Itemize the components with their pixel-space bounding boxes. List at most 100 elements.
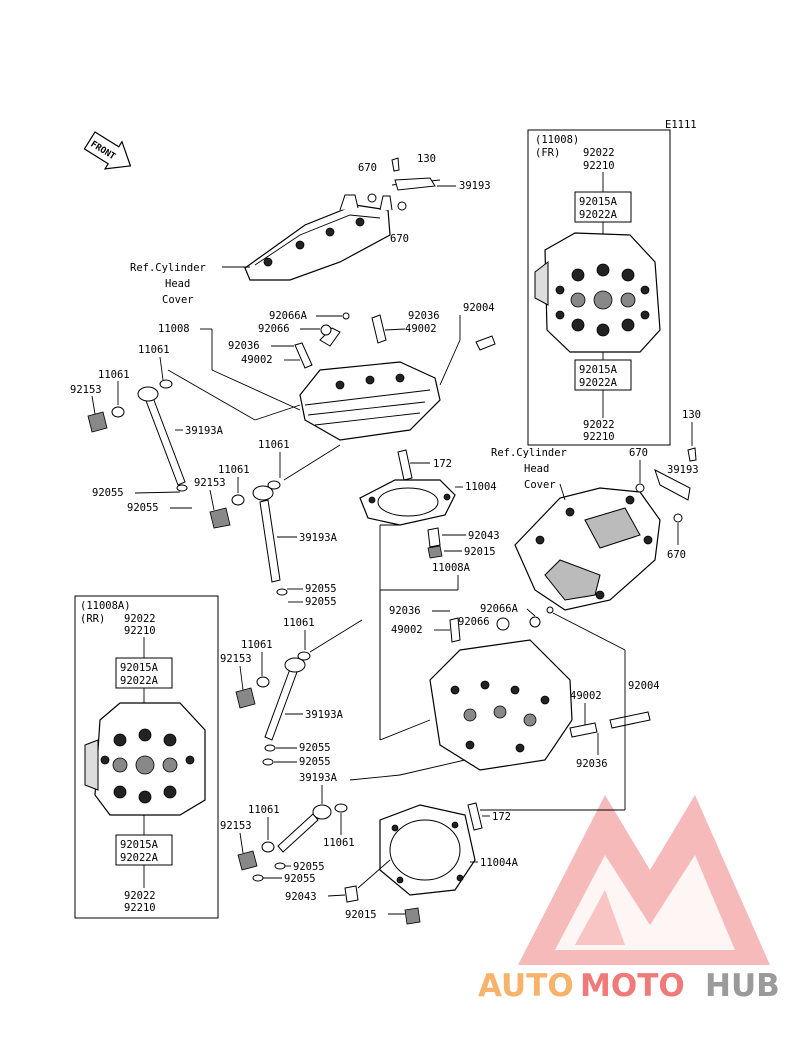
- front-cylinder-head-drawing: [294, 312, 496, 441]
- label-172-b: 172: [492, 811, 511, 823]
- label-92153-a: 92153: [70, 384, 102, 396]
- label-92004-a: 92004: [463, 302, 495, 314]
- inset-fr-upper-code-2: 92022A: [579, 209, 618, 221]
- inset-fr-header-2: (FR): [535, 147, 560, 159]
- inset-rr-header-code-2: 92210: [124, 625, 156, 637]
- label-92066-b: 92066: [458, 616, 490, 628]
- inset-front-head: (11008) (FR) 92022 92210 92015A 92022A 9…: [527, 129, 671, 446]
- inset-fr-top-code-1: 92022: [583, 147, 615, 159]
- label-92004-b: 92004: [628, 680, 660, 692]
- watermark-word-c: HUB: [705, 968, 780, 1004]
- label-92015-a: 92015: [464, 546, 496, 558]
- oil-pipe-d-drawing: [237, 803, 348, 882]
- label-92036-d: 92036: [576, 758, 608, 770]
- oil-pipe-a-drawing: [87, 379, 188, 492]
- front-gasket-drawing: [359, 449, 456, 559]
- label-11061-b: 11061: [98, 369, 130, 381]
- label-11061-c: 11061: [258, 439, 290, 451]
- label-11008: 11008: [158, 323, 190, 335]
- label-39193-a: 39193: [459, 180, 491, 192]
- label-92055-e: 92055: [299, 742, 331, 754]
- label-92153-c: 92153: [220, 653, 252, 665]
- label-39193-b: 39193: [667, 464, 699, 476]
- label-172-a: 172: [433, 458, 452, 470]
- label-92153-b: 92153: [194, 477, 226, 489]
- label-39193A-c: 39193A: [305, 709, 344, 721]
- inset-fr-bottom-code-2: 92210: [583, 431, 615, 443]
- front-arrow-icon: FRONT: [83, 131, 132, 170]
- label-11061-f: 11061: [241, 639, 273, 651]
- label-11061-d: 11061: [218, 464, 250, 476]
- inset-rr-header-1: (11008A): [80, 600, 131, 612]
- label-49002-d: 49002: [570, 690, 602, 702]
- ref-cover-b-line-1: Ref.Cylinder: [491, 447, 567, 459]
- label-92066-a: 92066: [258, 323, 290, 335]
- ref-cover-b-line-3: Cover: [524, 479, 556, 491]
- label-92153-d: 92153: [220, 820, 252, 832]
- inset-rr-upper-code-1: 92015A: [120, 662, 159, 674]
- label-11061-e: 11061: [283, 617, 315, 629]
- label-39193A-a: 39193A: [185, 425, 224, 437]
- label-92066A-b: 92066A: [480, 603, 519, 615]
- label-92036-c: 92036: [389, 605, 421, 617]
- label-49002-c: 49002: [391, 624, 423, 636]
- label-11061-g: 11061: [248, 804, 280, 816]
- inset-fr-header-1: (11008): [535, 134, 579, 146]
- inset-rr-head-drawing: [84, 702, 206, 816]
- label-49002-b: 49002: [405, 323, 437, 335]
- label-11004A: 11004A: [480, 857, 519, 869]
- inset-fr-upper-code-1: 92015A: [579, 196, 618, 208]
- inset-rr-upper-code-2: 92022A: [120, 675, 159, 687]
- oil-pipe-c-drawing: [235, 651, 311, 766]
- label-11061-h: 11061: [323, 837, 355, 849]
- inset-rr-bottom-code-2: 92210: [124, 902, 156, 914]
- ref-cover-a-line-3: Cover: [162, 294, 194, 306]
- label-92055-f: 92055: [299, 756, 331, 768]
- label-92055-c: 92055: [305, 583, 337, 595]
- ref-cover-a-line-1: Ref.Cylinder: [130, 262, 206, 274]
- inset-rr-lower-code-2: 92022A: [120, 852, 159, 864]
- label-92015-b: 92015: [345, 909, 377, 921]
- label-11008A: 11008A: [432, 562, 471, 574]
- front-head-cover-drawing: [244, 157, 441, 281]
- rear-cylinder-head-drawing: [429, 606, 651, 771]
- label-670-a: 670: [358, 162, 377, 174]
- label-92066A-a: 92066A: [269, 310, 308, 322]
- label-39193A-b: 39193A: [299, 532, 338, 544]
- label-670-d: 670: [667, 549, 686, 561]
- label-92036-a: 92036: [228, 340, 260, 352]
- diagram-code: E1111: [665, 119, 697, 131]
- inset-rr-lower-code-1: 92015A: [120, 839, 159, 851]
- watermark-word-a: AUTO: [478, 968, 574, 1004]
- inset-fr-head-drawing: [534, 232, 661, 353]
- watermark-logo: AUTO MOTO HUB: [478, 795, 780, 1004]
- inset-fr-lower-code-1: 92015A: [579, 364, 618, 376]
- inset-rear-head: (11008A) (RR) 92022 92210 92015A 92022A …: [74, 595, 219, 919]
- label-92055-b: 92055: [127, 502, 159, 514]
- label-92055-g: 92055: [293, 861, 325, 873]
- inset-fr-lower-code-2: 92022A: [579, 377, 618, 389]
- label-92043-a: 92043: [468, 530, 500, 542]
- watermark-word-b: MOTO: [580, 968, 685, 1004]
- inset-fr-top-code-2: 92210: [583, 160, 615, 172]
- label-49002-a: 49002: [241, 354, 273, 366]
- label-92055-d: 92055: [305, 596, 337, 608]
- inset-rr-bottom-code-1: 92022: [124, 890, 156, 902]
- label-92055-a: 92055: [92, 487, 124, 499]
- label-670-b: 670: [390, 233, 409, 245]
- label-92055-h: 92055: [284, 873, 316, 885]
- inset-fr-bottom-code-1: 92022: [583, 419, 615, 431]
- label-130-b: 130: [682, 409, 701, 421]
- oil-pipe-b-drawing: [209, 480, 288, 596]
- ref-cover-b-line-2: Head: [524, 463, 549, 475]
- rear-gasket-drawing: [344, 802, 483, 925]
- label-92043-b: 92043: [285, 891, 317, 903]
- label-39193A-d: 39193A: [299, 772, 338, 784]
- label-11061-a: 11061: [138, 344, 170, 356]
- ref-cover-a-line-2: Head: [165, 278, 190, 290]
- label-130-a: 130: [417, 153, 436, 165]
- rear-head-cover-drawing: [514, 447, 697, 611]
- inset-rr-header-code-1: 92022: [124, 613, 156, 625]
- label-92036-b: 92036: [408, 310, 440, 322]
